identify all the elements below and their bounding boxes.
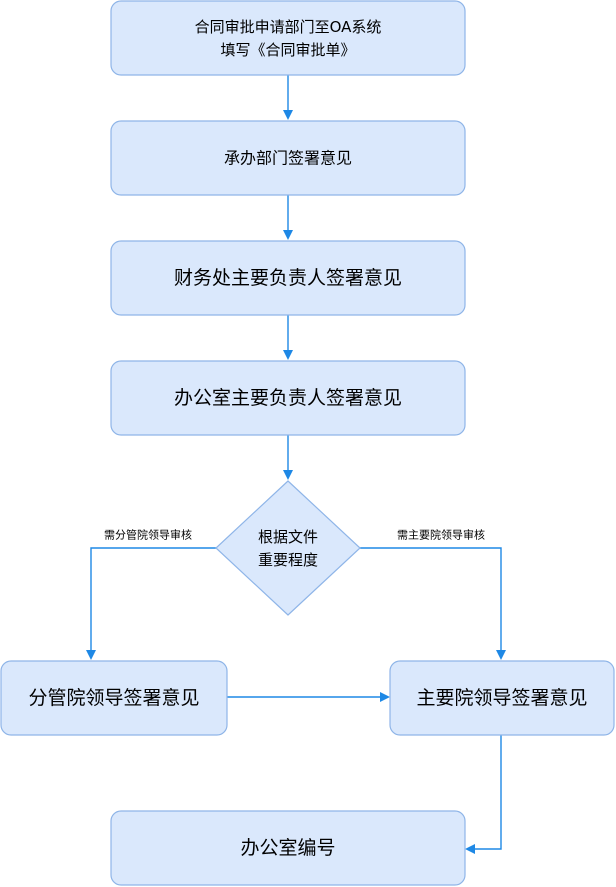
node-office-opinion-label: 办公室主要负责人签署意见 [174, 387, 402, 409]
edge-label-main-review: 需主要院领导审核 [397, 528, 485, 542]
node-office-numbering: 办公室编号 [110, 810, 466, 886]
arrowhead-apply-to-dept [283, 110, 293, 120]
connectors [86, 75, 506, 854]
node-dept-opinion: 承办部门签署意见 [110, 120, 466, 196]
node-finance-opinion: 财务处主要负责人签署意见 [110, 240, 466, 316]
node-office-opinion: 办公室主要负责人签署意见 [110, 360, 466, 436]
node-deputy-leader-opinion: 分管院领导签署意见 [0, 660, 228, 736]
arrowhead-office-to-decision [283, 470, 293, 480]
arrowhead-deputy-to-main [380, 692, 390, 702]
node-apply-line2: 填写《合同审批单》 [220, 41, 355, 59]
node-decision-line1: 根据文件 [258, 528, 318, 546]
node-dept-opinion-label: 承办部门签署意见 [224, 149, 352, 168]
node-decision: 根据文件 重要程度 [215, 480, 361, 616]
arrowhead-dept-to-finance [283, 230, 293, 240]
edge-decision-to-deputy [90, 547, 216, 652]
node-main-leader-opinion: 主要院领导签署意见 [389, 660, 615, 736]
node-decision-line2: 重要程度 [258, 551, 318, 569]
arrowhead-decision-to-main [496, 650, 506, 660]
arrowhead-main-to-numbering [465, 844, 475, 854]
node-apply-line1: 合同审批申请部门至OA系统 [195, 18, 382, 36]
edge-label-deputy-review: 需分管院领导审核 [104, 528, 192, 542]
edge-labels: 需分管院领导审核 需主要院领导审核 [85, 527, 504, 543]
edge-main-to-numbering [473, 735, 502, 850]
arrowhead-finance-to-office [283, 350, 293, 360]
node-apply: 合同审批申请部门至OA系统 填写《合同审批单》 [110, 0, 466, 76]
node-main-leader-opinion-label: 主要院领导签署意见 [416, 687, 587, 709]
edge-decision-to-main [360, 547, 502, 652]
arrowhead-decision-to-deputy [86, 650, 96, 660]
node-deputy-leader-opinion-label: 分管院领导签署意见 [28, 687, 199, 709]
node-finance-opinion-label: 财务处主要负责人签署意见 [174, 267, 402, 289]
node-office-numbering-label: 办公室编号 [240, 837, 335, 859]
